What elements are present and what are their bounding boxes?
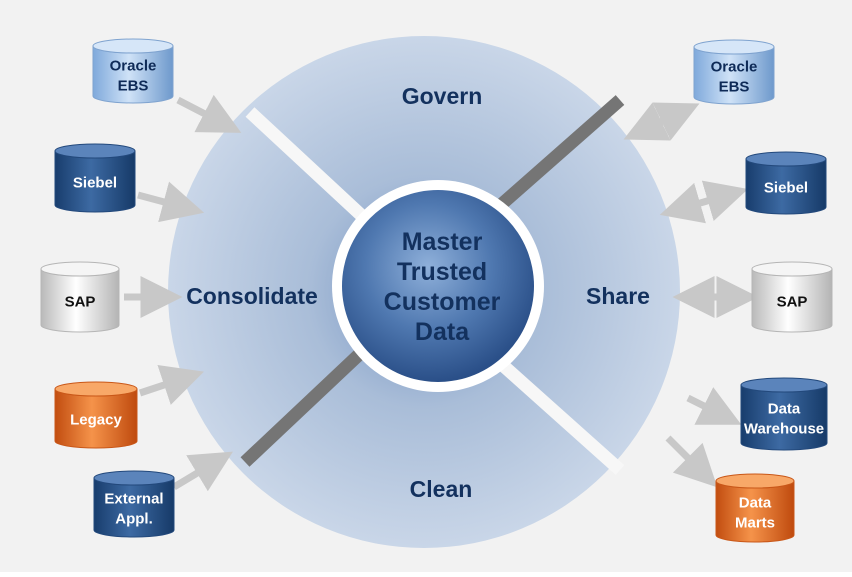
hub-wheel: Govern Consolidate Share Clean Master Tr… [168,36,680,548]
arrow-target-siebel [659,180,749,224]
core-label: Master Trusted Customer Data [384,228,501,346]
cylinder-top [54,143,136,159]
cylinder-top [745,151,827,167]
segment-clean-label: Clean [410,476,473,502]
arrow-target-oracle-ebs [623,102,700,141]
arrow-source-oracle-ebs [176,94,242,133]
cylinder-top [54,381,138,397]
cylinder-label-line: Data [768,401,801,418]
segment-govern-label: Govern [402,83,483,109]
segment-share-label: Share [586,283,650,309]
cylinder-label-line: SAP [65,294,96,311]
cylinder-label-line: Appl. [115,511,153,528]
cylinder-top [93,470,175,486]
source-cylinder-legacy: Legacy [54,381,138,449]
cylinder-label-line: SAP [777,294,808,311]
core-label-line: Master [402,228,483,256]
target-cylinder-siebel: Siebel [745,151,827,215]
arrow-source-legacy [138,365,204,405]
cylinder-label-line: Legacy [70,412,122,429]
cylinder-label-line: Data [739,495,772,512]
cylinder-body [715,480,795,543]
cylinder-label-line: EBS [118,78,149,95]
cylinder-label-line: Marts [735,515,775,532]
divider-top-left [245,107,380,233]
core-label-line: Data [415,318,470,346]
segment-consolidate-label: Consolidate [186,283,318,309]
cylinder-top [715,473,795,489]
arrow-source-external-appl [172,451,234,492]
cylinder-label-line: EBS [719,79,750,96]
cylinder-label-line: Oracle [110,58,157,75]
arrow-target-data-marts [665,435,718,488]
arrow-target-data-warehouse [686,387,742,425]
cylinder-label-line: External [104,491,163,508]
cylinder-top [693,39,775,55]
cylinder-top [92,38,174,54]
divider-top-right [481,95,625,223]
source-cylinder-sap: SAP [40,261,120,333]
cylinder-body [740,384,828,451]
divider-bottom-left [240,343,371,467]
arrow-source-siebel [137,181,205,223]
source-cylinder-siebel: Siebel [54,143,136,213]
cylinder-label-line: Oracle [711,59,758,76]
cylinder-label-line: Warehouse [744,421,824,438]
target-cylinder-sap: SAP [751,261,833,333]
cylinder-top [740,377,828,393]
cylinder-label-line: Siebel [764,180,808,197]
divider-bottom-right [483,347,625,475]
cylinder-top [40,261,120,277]
core-label-line: Trusted [397,258,487,286]
cylinder-top [751,261,833,277]
core-circle [342,190,534,382]
arrows [124,94,759,492]
cylinder-label-line: Siebel [73,175,117,192]
core-label-line: Customer [384,288,501,316]
